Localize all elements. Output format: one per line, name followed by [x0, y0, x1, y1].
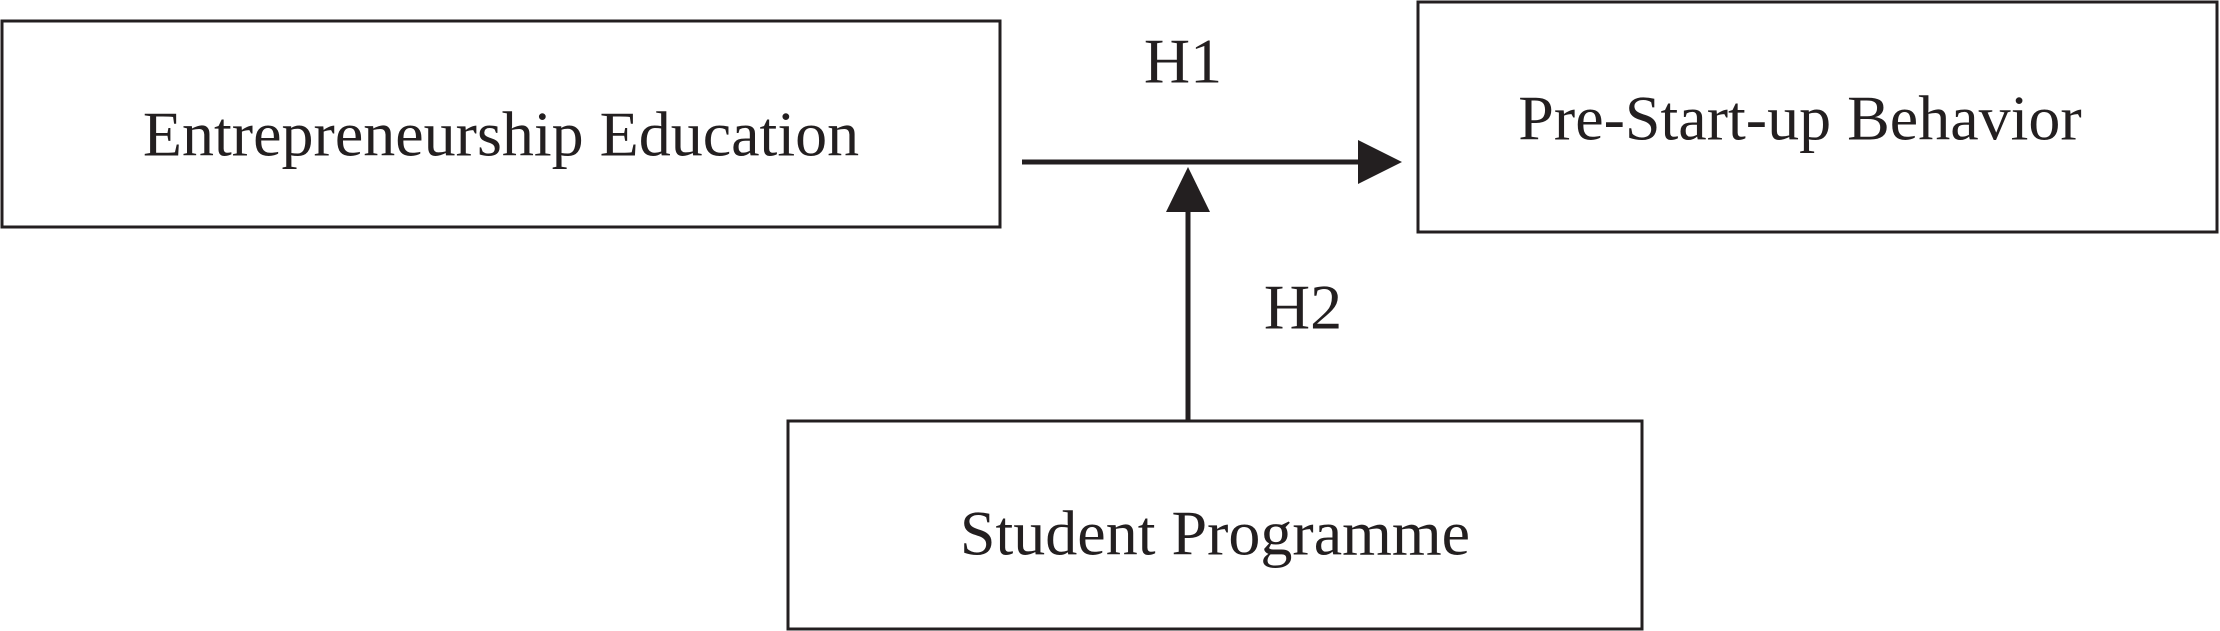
node-pre-startup-behavior: Pre-Start-up Behavior — [1416, 0, 2219, 234]
node-entrepreneurship-education-box — [0, 19, 1002, 229]
edge-h2-label: H2 — [1264, 272, 1342, 343]
node-pre-startup-behavior-label: Pre-Start-up Behavior — [1518, 83, 2081, 154]
edge-h1: H1 — [1022, 26, 1402, 184]
node-student-programme: Student Programme — [786, 419, 1644, 631]
node-pre-startup-behavior-box — [1416, 0, 2219, 234]
edge-h1-arrowhead — [1358, 140, 1402, 184]
edge-h2: H2 — [1166, 167, 1342, 421]
edge-h2-arrowhead — [1166, 167, 1210, 212]
node-entrepreneurship-education-label: Entrepreneurship Education — [143, 99, 859, 170]
node-student-programme-label: Student Programme — [960, 498, 1470, 569]
node-student-programme-box — [786, 419, 1644, 631]
node-entrepreneurship-education: Entrepreneurship Education — [0, 19, 1002, 229]
edge-h1-label: H1 — [1144, 26, 1222, 97]
